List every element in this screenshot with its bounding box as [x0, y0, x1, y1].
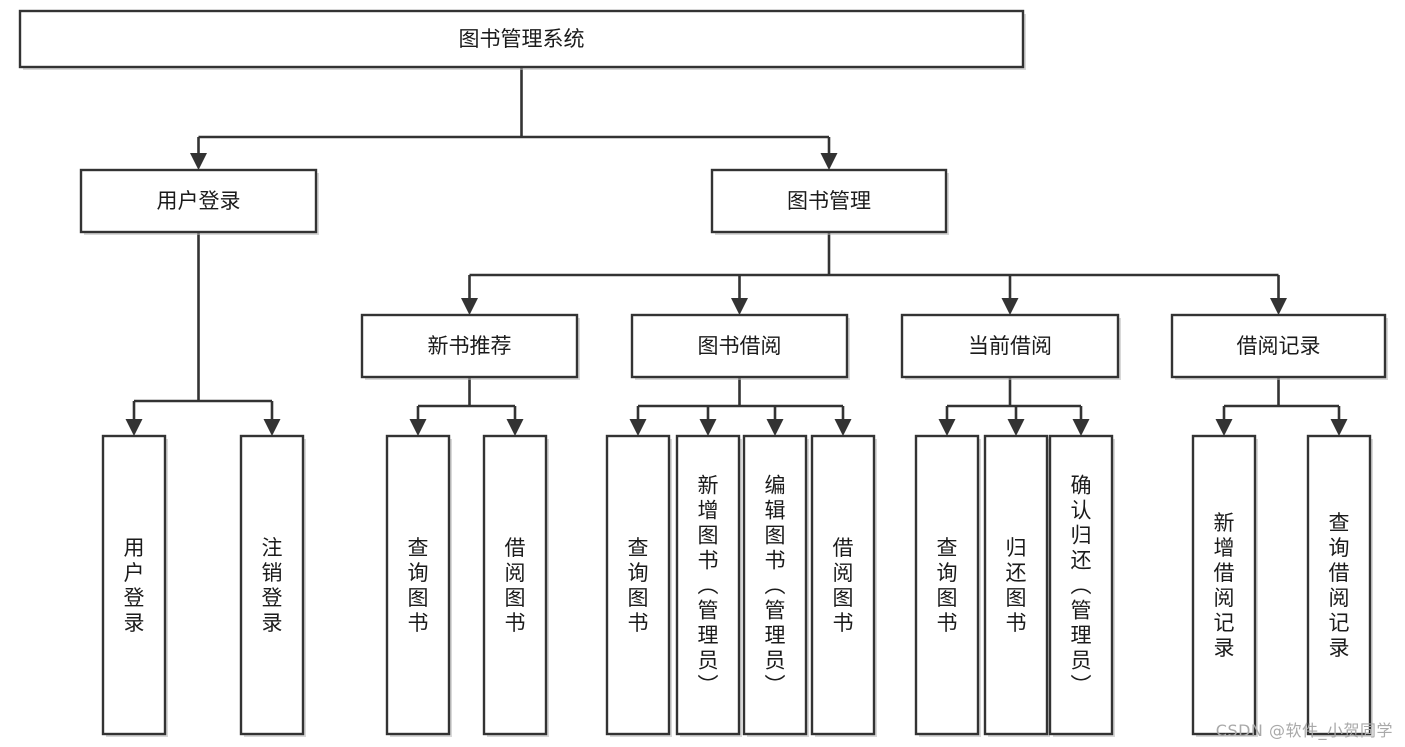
node-label: 查询图书	[937, 536, 958, 635]
node-label: 新增借阅记录	[1214, 511, 1235, 660]
node-leaf-4[interactable]: 查询图书	[605, 434, 672, 737]
node-leaf-1[interactable]: 注销登录	[239, 434, 306, 737]
node-layer: 图书管理系统用户登录图书管理新书推荐图书借阅当前借阅借阅记录用户登录注销登录查询…	[18, 9, 1388, 737]
arrow-head-icon	[766, 419, 784, 436]
arrow-head-icon	[263, 419, 281, 436]
node-leaf-8[interactable]: 查询图书	[914, 434, 981, 737]
node-box[interactable]	[18, 9, 1025, 69]
node-leaf-6[interactable]: 编辑图书︵管理员︶	[742, 434, 809, 737]
node-level3-3[interactable]: 借阅记录	[1170, 313, 1388, 380]
arrow-head-icon	[506, 419, 524, 436]
arrow-head-icon	[409, 419, 427, 436]
node-box[interactable]	[710, 168, 948, 234]
node-box[interactable]	[1170, 313, 1387, 379]
node-leaf-9[interactable]: 归还图书	[983, 434, 1050, 737]
node-box[interactable]	[79, 168, 318, 234]
node-box[interactable]	[1191, 434, 1257, 736]
node-label: 确认归还︵管理员︶	[1071, 474, 1092, 698]
watermark-label: CSDN @软件_小贺同学	[1215, 721, 1393, 740]
node-box[interactable]	[101, 434, 167, 736]
arrow-head-icon	[1215, 419, 1233, 436]
node-box[interactable]	[900, 313, 1120, 379]
node-label: 新增图书︵管理员︶	[698, 474, 719, 698]
node-box[interactable]	[605, 434, 671, 736]
node-level2-0[interactable]: 用户登录	[79, 168, 319, 235]
node-leaf-3[interactable]: 借阅图书	[482, 434, 549, 737]
node-label: 查询借阅记录	[1329, 511, 1350, 660]
node-box[interactable]	[482, 434, 548, 736]
arrow-head-icon	[1072, 419, 1090, 436]
arrow-head-icon	[190, 153, 207, 170]
node-label: 借阅记录	[1237, 334, 1321, 358]
node-leaf-11[interactable]: 新增借阅记录	[1191, 434, 1258, 737]
node-label: 编辑图书︵管理员︶	[765, 474, 786, 698]
node-root-0[interactable]: 图书管理系统	[18, 9, 1026, 70]
node-label: 查询图书	[628, 536, 649, 635]
node-label: 借阅图书	[833, 536, 854, 635]
arrow-head-icon	[125, 419, 143, 436]
node-label: 新书推荐	[428, 334, 512, 358]
node-label: 用户登录	[157, 189, 241, 213]
connector-layer	[125, 67, 1348, 436]
node-box[interactable]	[239, 434, 305, 736]
node-leaf-12[interactable]: 查询借阅记录	[1306, 434, 1373, 737]
node-box[interactable]	[983, 434, 1049, 736]
node-level3-2[interactable]: 当前借阅	[900, 313, 1121, 380]
arrow-head-icon	[938, 419, 956, 436]
arrow-head-icon	[461, 298, 478, 315]
arrow-head-icon	[820, 153, 838, 170]
node-label: 用户登录	[124, 536, 145, 635]
node-label: 注销登录	[262, 536, 283, 635]
node-leaf-0[interactable]: 用户登录	[101, 434, 168, 737]
node-label: 图书管理系统	[459, 27, 585, 51]
node-label: 图书管理	[787, 189, 871, 213]
node-box[interactable]	[675, 434, 741, 736]
arrow-head-icon	[1270, 298, 1287, 315]
node-leaf-10[interactable]: 确认归还︵管理员︶	[1048, 434, 1115, 737]
arrow-head-icon	[834, 419, 852, 436]
node-label: 归还图书	[1006, 536, 1027, 635]
node-label: 图书借阅	[698, 334, 782, 358]
arrow-head-icon	[731, 298, 748, 315]
arrow-head-icon	[699, 419, 717, 436]
node-box[interactable]	[630, 313, 849, 379]
node-level2-1[interactable]: 图书管理	[710, 168, 949, 235]
node-box[interactable]	[1306, 434, 1372, 736]
node-leaf-5[interactable]: 新增图书︵管理员︶	[675, 434, 742, 737]
arrow-head-icon	[1001, 298, 1019, 315]
node-label: 查询图书	[408, 536, 429, 635]
node-box[interactable]	[914, 434, 980, 736]
node-box[interactable]	[1048, 434, 1114, 736]
node-level3-0[interactable]: 新书推荐	[360, 313, 580, 380]
node-leaf-2[interactable]: 查询图书	[385, 434, 452, 737]
node-box[interactable]	[810, 434, 876, 736]
node-level3-1[interactable]: 图书借阅	[630, 313, 850, 380]
arrow-head-icon	[629, 419, 647, 436]
node-box[interactable]	[360, 313, 579, 379]
arrow-head-icon	[1007, 419, 1025, 436]
arrow-head-icon	[1330, 419, 1348, 436]
node-box[interactable]	[385, 434, 451, 736]
node-label: 借阅图书	[505, 536, 526, 635]
node-label: 当前借阅	[968, 334, 1052, 358]
node-box[interactable]	[742, 434, 808, 736]
node-leaf-7[interactable]: 借阅图书	[810, 434, 877, 737]
